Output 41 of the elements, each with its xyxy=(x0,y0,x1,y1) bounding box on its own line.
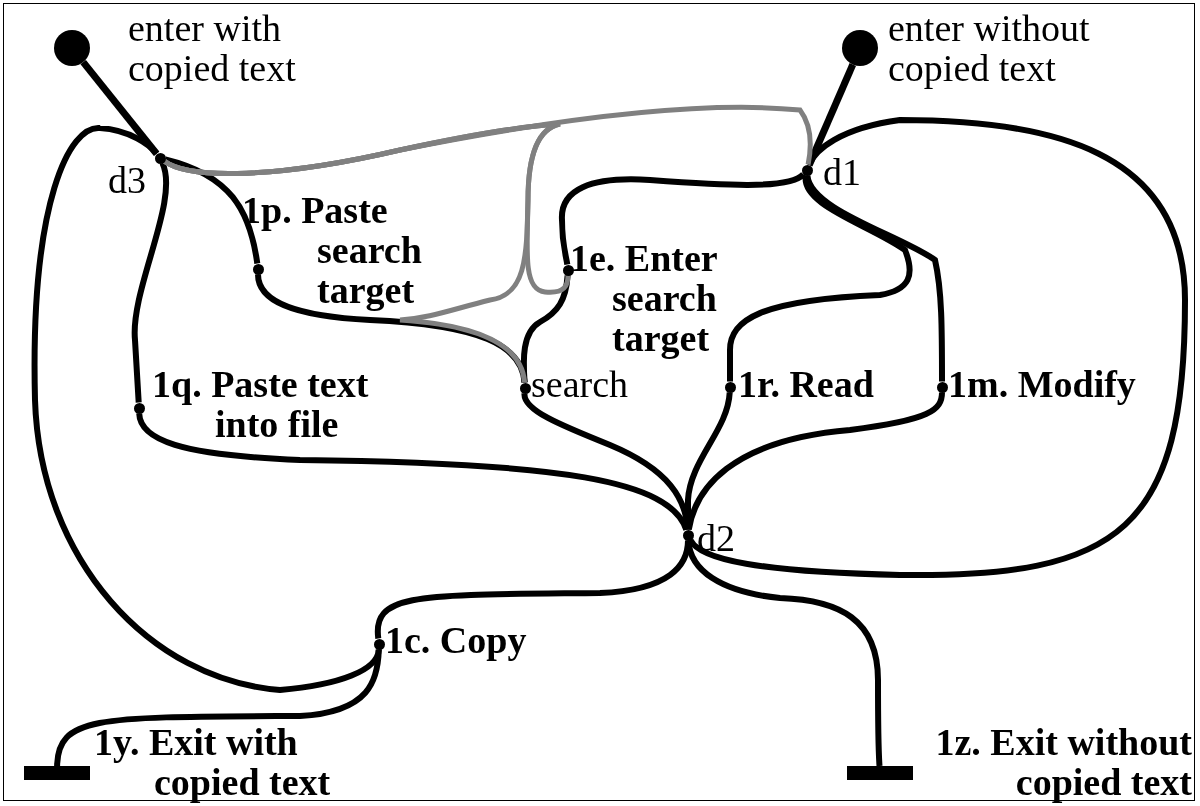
junction-label: d1 xyxy=(823,152,862,192)
responsibility-label: 1q. Paste text into file xyxy=(152,364,370,444)
responsibility-point xyxy=(724,381,736,393)
responsibility-label: 1m. Modify xyxy=(948,364,1137,404)
path-line xyxy=(164,156,261,264)
start-point xyxy=(842,30,878,66)
responsibility-point xyxy=(252,263,264,275)
responsibility-label: search xyxy=(531,364,630,404)
path-line xyxy=(131,162,170,403)
path-line xyxy=(688,117,1188,578)
responsibility-point xyxy=(562,264,574,276)
path-line xyxy=(520,275,571,383)
junction-label: d2 xyxy=(697,518,736,558)
path-line xyxy=(685,392,945,531)
path-line xyxy=(54,649,382,767)
path-line xyxy=(80,59,160,156)
responsibility-point xyxy=(133,402,145,414)
responsibility-label: 1c. Copy xyxy=(385,620,528,660)
responsibility-point xyxy=(936,381,948,393)
end-label: 1y. Exit with copied text xyxy=(94,722,332,802)
junction-label: d3 xyxy=(108,160,147,200)
junction-point xyxy=(801,164,813,176)
path-line xyxy=(685,540,883,767)
path-line xyxy=(375,540,691,639)
responsibility-point xyxy=(519,382,531,394)
end-bar xyxy=(24,766,90,780)
junction-point xyxy=(682,529,694,541)
start-point xyxy=(54,30,90,66)
start-label: enter without copied text xyxy=(888,8,1091,88)
end-bar xyxy=(847,766,913,780)
junction-point xyxy=(154,152,166,164)
responsibility-label: 1r. Read xyxy=(738,364,875,404)
end-label: 1z. Exit without copied text xyxy=(934,722,1192,802)
responsibility-label: 1p. Paste search target xyxy=(242,190,423,310)
path-line xyxy=(727,175,913,382)
responsibility-point xyxy=(373,638,385,650)
path-line xyxy=(559,171,806,265)
path-line xyxy=(685,392,733,530)
path-line xyxy=(163,121,563,383)
path-line xyxy=(804,174,945,382)
start-label: enter with copied text xyxy=(128,8,297,88)
